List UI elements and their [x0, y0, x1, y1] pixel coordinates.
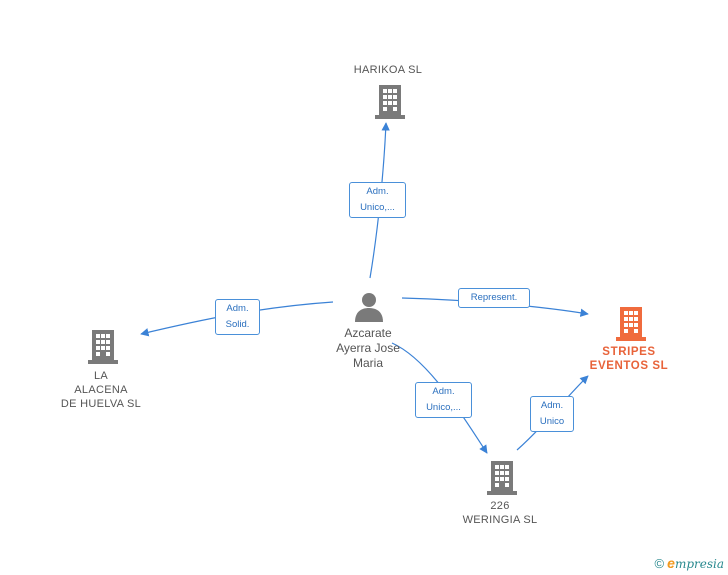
copyright-symbol: © [654, 556, 665, 571]
node-label-la-alacena[interactable]: LA ALACENA DE HUELVA SL [60, 370, 142, 410]
person-label[interactable]: Azcarate Ayerra Jose Maria [336, 326, 400, 370]
edge-label-to-stripes[interactable]: Represent. [458, 288, 530, 308]
building-icon-la-alacena[interactable] [88, 328, 118, 364]
building-icon-stripes[interactable] [616, 305, 646, 341]
person-icon[interactable] [353, 290, 385, 322]
empresia-watermark: ©empresia [655, 555, 724, 571]
edge-label-to-harikoa[interactable]: Adm. Unico,... [349, 182, 406, 218]
brand-name: mpresia [674, 557, 724, 571]
edge-label-weringia-to-stripes[interactable]: Adm. Unico [530, 396, 574, 432]
building-icon-weringia[interactable] [487, 459, 517, 495]
edge-label-to-weringia[interactable]: Adm. Unico,... [415, 382, 472, 418]
node-label-stripes[interactable]: STRIPES EVENTOS SL [589, 346, 669, 372]
node-label-weringia[interactable]: 226 WERINGIA SL [462, 500, 538, 526]
node-label-harikoa[interactable]: HARIKOA SL [353, 64, 423, 76]
building-icon-harikoa[interactable] [375, 83, 405, 119]
edge-label-to-la-alacena[interactable]: Adm. Solid. [215, 299, 260, 335]
brand-initial: e [667, 555, 675, 571]
